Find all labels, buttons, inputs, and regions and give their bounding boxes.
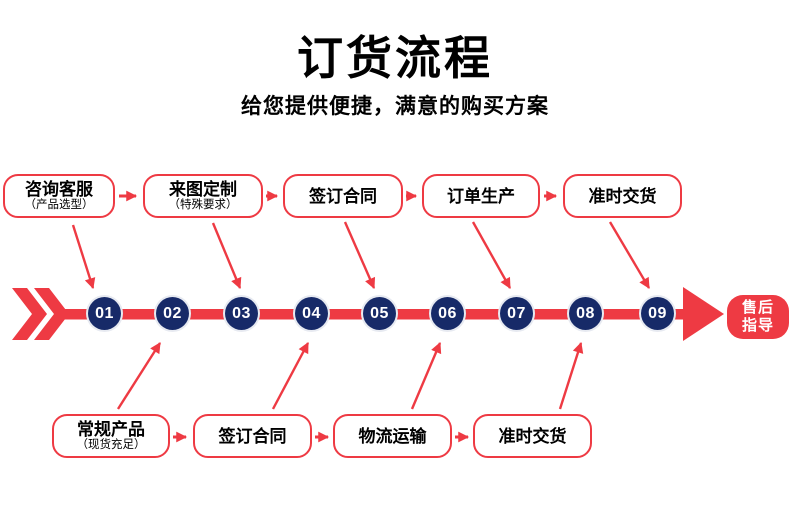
timeline-node-01: 01 — [88, 297, 121, 330]
after-sales-badge: 售后 指导 — [727, 295, 789, 339]
chevron-icon — [12, 288, 47, 340]
step-label: 签订合同 — [218, 426, 287, 446]
step-label: 签订合同 — [309, 186, 377, 206]
step-label: 咨询客服 — [25, 180, 93, 199]
connector-arrow — [271, 342, 310, 410]
connector-arrow — [471, 221, 512, 289]
timeline-node-05: 05 — [363, 297, 396, 330]
step-sublabel: （现货充足） — [76, 439, 146, 451]
timeline-node-09: 09 — [641, 297, 674, 330]
flow-step-ontime-delivery-bottom: 准时交货 — [473, 414, 592, 458]
flow-step-order-production: 订单生产 — [422, 174, 540, 218]
timeline-arrow-icon — [683, 287, 724, 341]
timeline-node-06: 06 — [431, 297, 464, 330]
timeline-node-08: 08 — [569, 297, 602, 330]
connector-arrow — [558, 341, 584, 410]
flow-step-consult: 咨询客服 （产品选型） — [3, 174, 115, 218]
flow-step-sign-contract-bottom: 签订合同 — [193, 414, 312, 458]
page-title: 订货流程 — [297, 32, 493, 84]
connector-arrow — [608, 221, 651, 289]
flow-step-logistics: 物流运输 — [333, 414, 452, 458]
connector-arrow — [71, 224, 96, 290]
timeline-node-03: 03 — [225, 297, 258, 330]
timeline-node-07: 07 — [500, 297, 533, 330]
connector-arrow — [211, 222, 242, 290]
flow-step-custom-design: 来图定制 （特殊要求） — [143, 174, 263, 218]
timeline-node-04: 04 — [295, 297, 328, 330]
timeline-node-02: 02 — [156, 297, 189, 330]
step-label: 常规产品 — [77, 420, 145, 439]
flow-step-regular-product: 常规产品 （现货充足） — [52, 414, 170, 458]
page-subtitle: 给您提供便捷，满意的购买方案 — [241, 95, 549, 118]
step-label: 订单生产 — [447, 186, 515, 206]
step-label: 物流运输 — [358, 426, 427, 446]
flow-step-sign-contract-top: 签订合同 — [283, 174, 403, 218]
step-label: 准时交货 — [498, 426, 567, 446]
connector-arrow — [410, 342, 442, 410]
step-label: 来图定制 — [169, 180, 237, 199]
step-sublabel: （产品选型） — [24, 199, 94, 211]
step-sublabel: （特殊要求） — [168, 199, 238, 211]
flow-step-ontime-delivery-top: 准时交货 — [563, 174, 682, 218]
after-sales-line2: 指导 — [741, 317, 774, 334]
connector-arrow — [343, 221, 376, 289]
after-sales-line1: 售后 — [741, 299, 774, 316]
connector-arrow — [116, 342, 162, 410]
step-label: 准时交货 — [588, 186, 657, 206]
